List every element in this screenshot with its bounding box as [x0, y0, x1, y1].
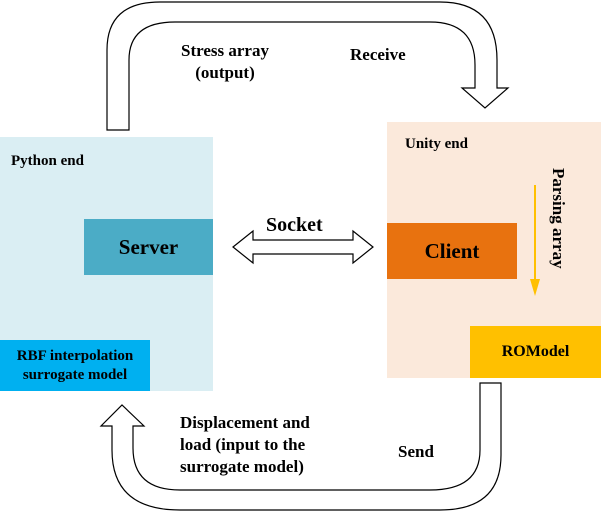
displacement-line1: Displacement and — [180, 413, 310, 432]
parsing-arrowhead — [530, 279, 540, 296]
displacement-line3: surrogate model) — [180, 457, 304, 476]
receive-flow-arrow — [106, 1, 510, 131]
client-box: Client — [387, 223, 517, 279]
client-label: Client — [424, 238, 480, 263]
stress-line1: Stress array — [181, 41, 269, 60]
unity-end-label: Unity end — [405, 136, 468, 152]
rbf-surrogate-model-box: RBF interpolation surrogate model — [0, 340, 150, 391]
send-flow-arrow — [99, 382, 502, 511]
rbf-label-line1: RBF interpolation — [16, 347, 134, 364]
send-label: Send — [398, 442, 434, 461]
romodel-box: ROModel — [470, 326, 601, 378]
rbf-label-line2: surrogate model — [22, 366, 128, 383]
socket-double-arrow — [232, 229, 374, 265]
receive-label: Receive — [350, 45, 406, 64]
stress-array-label: Stress array (output) — [160, 40, 290, 84]
server-label: Server — [118, 234, 179, 259]
romodel-label: ROModel — [501, 343, 570, 360]
displacement-load-label: Displacement and load (input to the surr… — [180, 412, 350, 478]
socket-label: Socket — [266, 214, 323, 236]
python-end-label: Python end — [11, 153, 84, 169]
stress-line2: (output) — [195, 63, 255, 82]
server-box: Server — [84, 219, 213, 275]
parsing-array-label: Parsing array — [549, 168, 568, 269]
displacement-line2: load (input to the — [180, 435, 306, 454]
